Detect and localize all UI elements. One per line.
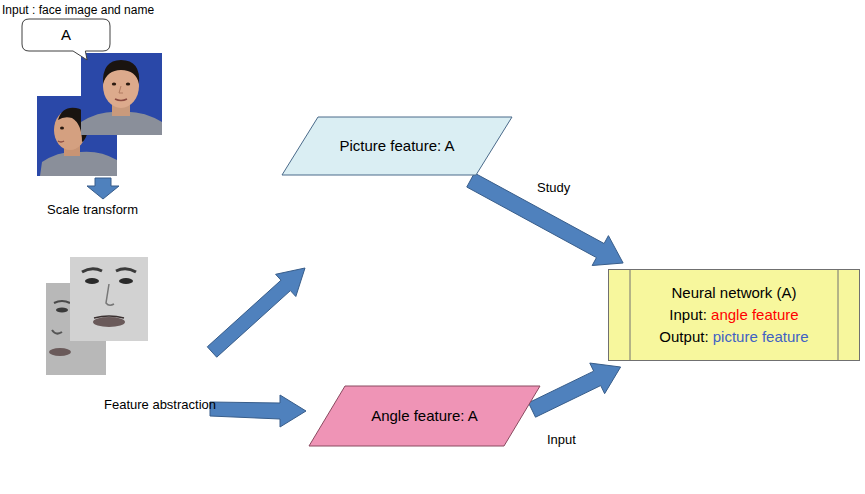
block-arrow-connector [467,173,623,266]
node-text: Angle feature: A [371,407,478,424]
photo-background [81,53,162,135]
feature-parallelogram: Picture feature: A [282,117,512,175]
text-line: Angle feature: A [371,405,478,427]
step-label: Feature abstraction [104,397,216,413]
block-arrow-connector [529,363,621,417]
block-arrow [207,268,305,357]
text-line: Input:angle feature [659,304,808,326]
speech-bubble: A [22,19,110,51]
step-label: Scale transform [47,202,138,218]
block-arrow [210,395,306,427]
crop-eye [119,278,133,284]
bubble-outline [22,19,110,60]
text-line: Output: picture feature [659,326,808,348]
block-arrow [87,178,119,199]
node-text: Input: [669,306,707,323]
node-text: Neural network (A) [671,284,796,301]
crop-lip [94,316,124,318]
crop-eye [85,278,99,284]
box-divider [630,269,631,361]
feature-parallelogram: Angle feature: A [309,386,540,446]
node-text: Output: [659,328,708,345]
text-block: Picture feature: A [339,135,454,157]
photo-eye [112,82,116,85]
crop-mouth [93,317,125,327]
photo-eye [126,82,130,85]
edge-label: Input [545,432,578,448]
face-crop-front [70,257,148,341]
box-outline [609,270,860,361]
crop-background [70,257,148,341]
network-box: Neural network (A)Input:angle featureOut… [608,269,860,361]
photo-nose [119,86,123,93]
text-block: Neural network (A)Input:angle featureOut… [659,282,808,347]
text-line: Picture feature: A [339,135,454,157]
text-line: Neural network (A) [659,282,808,304]
crop-brow [54,301,70,303]
text-block: A [61,24,71,46]
highlight-term: angle feature [711,306,799,323]
crop-brow [82,269,102,272]
photo-mouth [58,141,64,142]
photo-mouth [115,99,127,101]
face-photo-front [81,53,162,135]
box-divider [838,269,839,361]
text-block: Angle feature: A [371,405,478,427]
highlight-term: picture feature [713,328,809,345]
node-text: Picture feature: A [339,137,454,154]
input-caption: Input : face image and name [2,3,154,17]
parallelogram-outline [282,117,512,175]
crop-mouth [49,348,71,356]
photo-hair [103,60,139,84]
crop-nose [52,330,62,334]
text-line: A [61,24,71,46]
parallelogram-outline [309,386,540,446]
photo-eye [60,127,64,130]
crop-eye [56,308,68,313]
crop-nose [106,284,114,305]
node-text: A [61,26,71,43]
crop-brow [116,269,136,272]
edge-label: Study [535,180,572,196]
